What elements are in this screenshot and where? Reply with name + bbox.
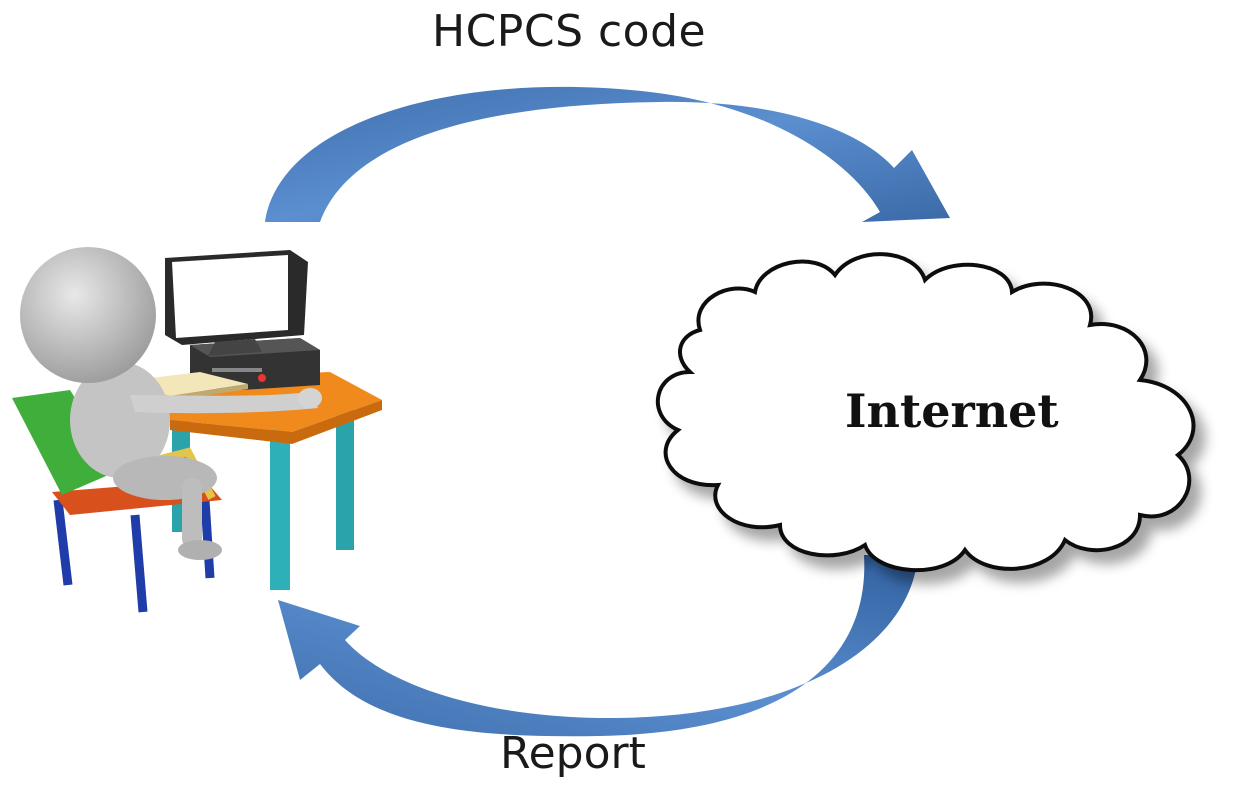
person-at-computer-icon (12, 247, 382, 613)
figure-head (20, 247, 156, 383)
bottom-arc-arrow (278, 555, 918, 737)
report-label: Report (500, 728, 646, 779)
internet-label: Internet (845, 384, 1059, 438)
figure-body (70, 362, 322, 560)
monitor (165, 250, 308, 356)
top-arc-arrow (265, 86, 950, 222)
hcpcs-code-label: HCPCS code (432, 6, 707, 57)
internet-cloud (655, 252, 1196, 572)
